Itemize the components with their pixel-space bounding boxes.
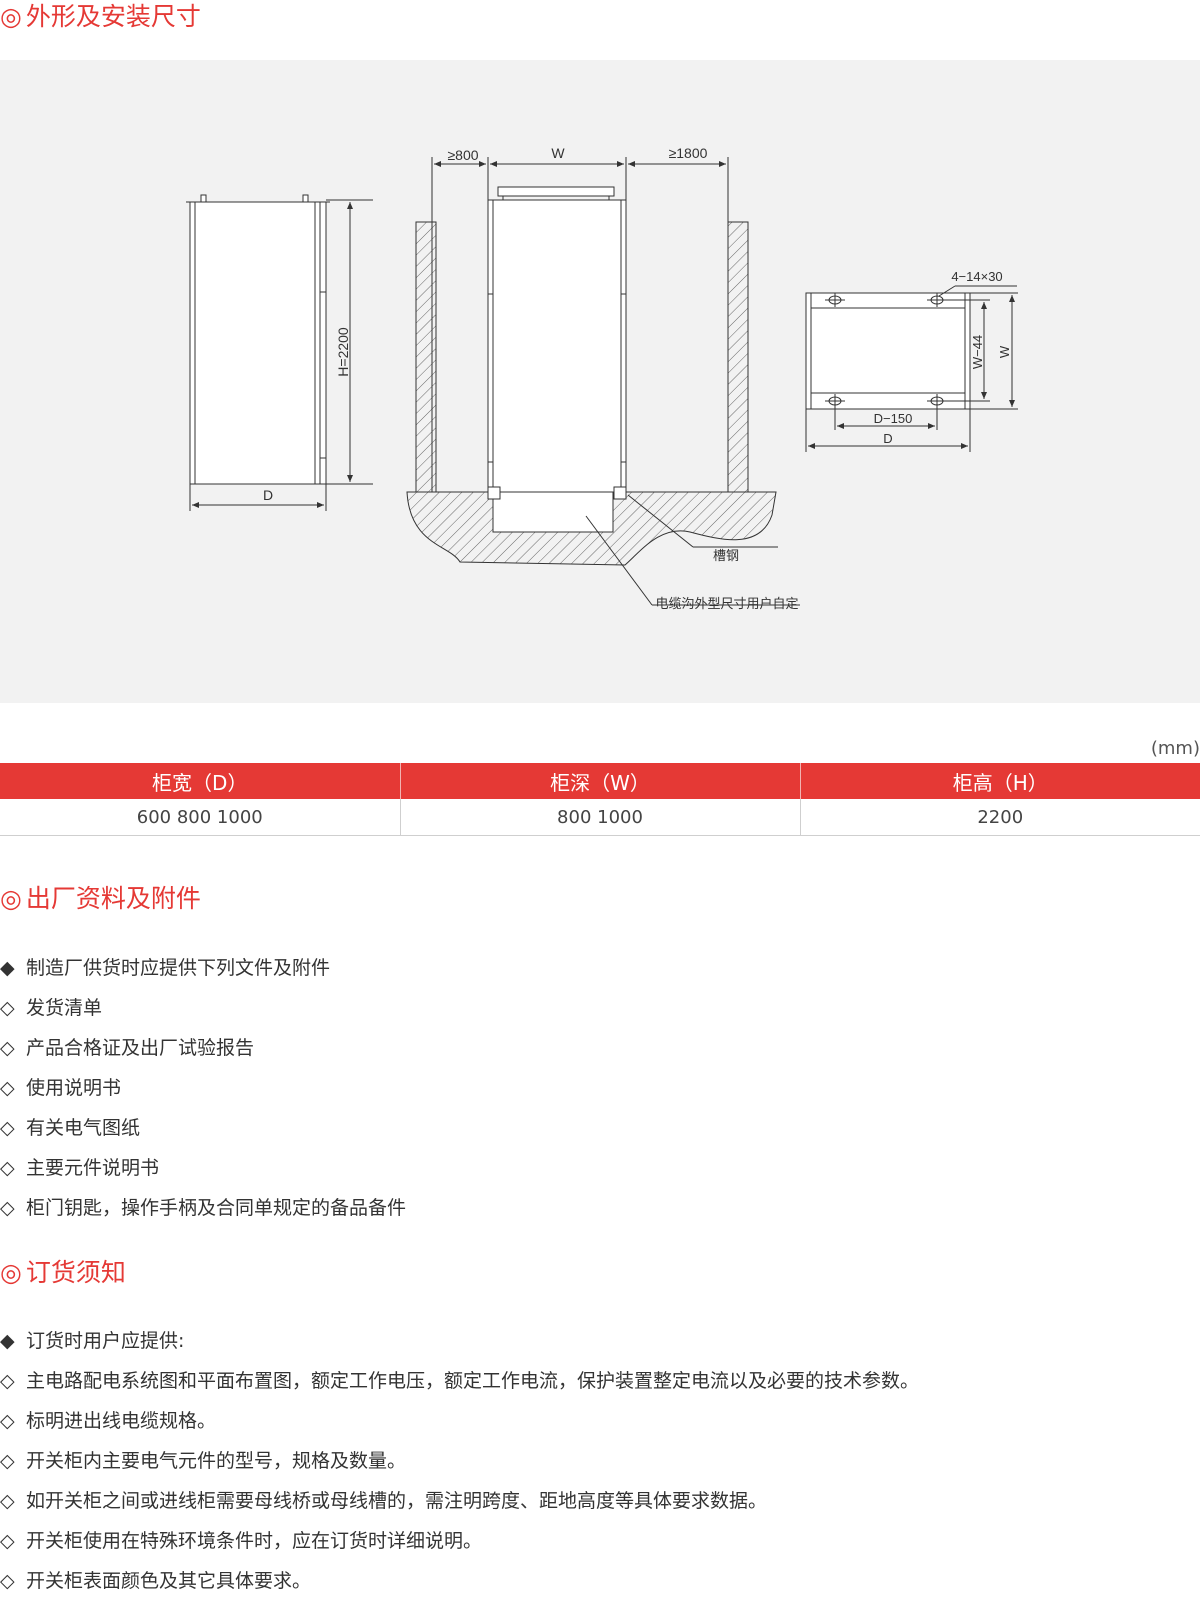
hollow-diamond-icon: ◇	[0, 1370, 15, 1392]
filled-diamond-icon: ◆	[0, 1330, 15, 1352]
hollow-diamond-icon: ◇	[0, 1077, 15, 1099]
hollow-diamond-icon: ◇	[0, 1410, 15, 1432]
list-item: ◇标明进出线电缆规格。	[0, 1401, 919, 1441]
base-plan-view	[805, 285, 1018, 452]
w-minus-44-label: W−44	[970, 335, 985, 369]
table-row: 600 800 1000 800 1000 2200	[0, 799, 1200, 836]
header-width: 柜宽（D）	[0, 763, 401, 799]
list-item: ◇如开关柜之间或进线柜需要母线桥或母线槽的，需注明跨度、距地高度等具体要求数据。	[0, 1481, 919, 1521]
list-item: ◇开关柜表面颜色及其它具体要求。	[0, 1561, 919, 1601]
table-header-row: 柜宽（D） 柜深（W） 柜高（H）	[0, 763, 1200, 799]
cable-trench-label: 电缆沟外型尺寸用户自定	[655, 596, 798, 611]
rear-clearance-label: ≥1800	[669, 145, 708, 161]
hollow-diamond-icon: ◇	[0, 1450, 15, 1472]
height-label: H=2200	[335, 327, 351, 377]
spec-table: 柜宽（D） 柜深（W） 柜高（H） 600 800 1000 800 1000 …	[0, 763, 1200, 836]
cell-height-values: 2200	[800, 799, 1200, 836]
list-item: ◇有关电气图纸	[0, 1108, 406, 1148]
header-height: 柜高（H）	[800, 763, 1200, 799]
hollow-diamond-icon: ◇	[0, 1117, 15, 1139]
front-view-cabinet	[186, 194, 373, 511]
hollow-diamond-icon: ◇	[0, 1530, 15, 1552]
base-depth-label: D	[883, 431, 892, 446]
mounting-holes-label: 4−14×30	[951, 269, 1002, 284]
list-item: ◆订货时用户应提供:	[0, 1321, 919, 1361]
cell-width-values: 600 800 1000	[0, 799, 401, 836]
section-title-ordering: ◎订货须知	[0, 1258, 126, 1287]
list-item: ◇柜门钥匙，操作手柄及合同单规定的备品备件	[0, 1188, 406, 1228]
base-width-label: W	[997, 345, 1012, 358]
filled-diamond-icon: ◆	[0, 957, 15, 979]
section-title-documents: ◎出厂资料及附件	[0, 884, 201, 913]
list-item: ◇开关柜内主要电气元件的型号，规格及数量。	[0, 1441, 919, 1481]
circle-mark-icon: ◎	[0, 884, 22, 913]
hollow-diamond-icon: ◇	[0, 1490, 15, 1512]
header-depth: 柜深（W）	[400, 763, 801, 799]
unit-label: (mm)	[1150, 738, 1200, 759]
list-item: ◇产品合格证及出厂试验报告	[0, 1028, 406, 1068]
dimension-diagram: H=2200 D ≥800 W ≥1800 4−14×30 W−44 W D−1…	[0, 60, 1200, 703]
documents-list: ◆制造厂供货时应提供下列文件及附件 ◇发货清单 ◇产品合格证及出厂试验报告 ◇使…	[0, 948, 406, 1228]
ordering-list: ◆订货时用户应提供: ◇主电路配电系统图和平面布置图，额定工作电压，额定工作电流…	[0, 1321, 919, 1601]
d-minus-150-label: D−150	[874, 411, 913, 426]
list-item: ◇主要元件说明书	[0, 1148, 406, 1188]
front-clearance-label: ≥800	[447, 147, 478, 163]
front-depth-label: D	[263, 487, 273, 503]
list-item: ◆制造厂供货时应提供下列文件及附件	[0, 948, 406, 988]
list-item: ◇开关柜使用在特殊环境条件时，应在订货时详细说明。	[0, 1521, 919, 1561]
hollow-diamond-icon: ◇	[0, 1037, 15, 1059]
circle-mark-icon: ◎	[0, 2, 22, 31]
section-title-dimensions: ◎外形及安装尺寸	[0, 2, 201, 31]
cell-depth-values: 800 1000	[400, 799, 801, 836]
circle-mark-icon: ◎	[0, 1258, 22, 1287]
width-top-label: W	[551, 145, 565, 161]
diagram-svg: H=2200 D ≥800 W ≥1800 4−14×30 W−44 W D−1…	[186, 145, 1018, 611]
hollow-diamond-icon: ◇	[0, 1157, 15, 1179]
list-item: ◇发货清单	[0, 988, 406, 1028]
hollow-diamond-icon: ◇	[0, 1197, 15, 1219]
list-item: ◇使用说明书	[0, 1068, 406, 1108]
list-item: ◇主电路配电系统图和平面布置图，额定工作电压，额定工作电流，保护装置整定电流以及…	[0, 1361, 919, 1401]
side-view-installation	[406, 157, 800, 606]
hollow-diamond-icon: ◇	[0, 997, 15, 1019]
hollow-diamond-icon: ◇	[0, 1570, 15, 1592]
channel-steel-label: 槽钢	[713, 548, 739, 563]
